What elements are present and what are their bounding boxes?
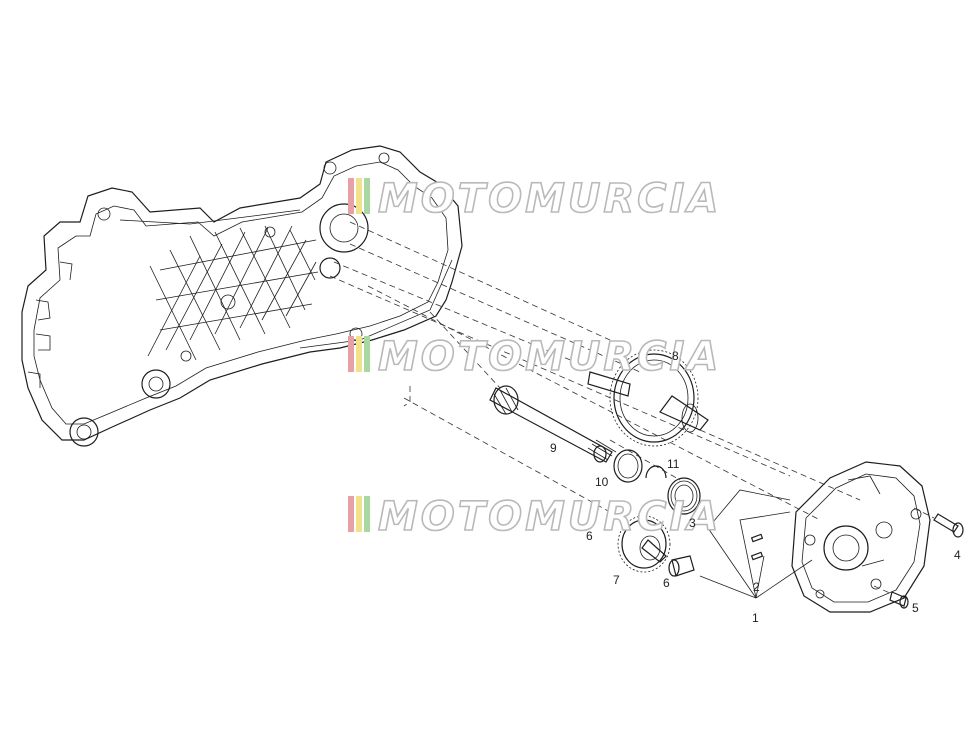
part-4-bolt <box>913 507 964 538</box>
part-1-cover <box>791 461 931 613</box>
label-part-6-extra: 6 <box>586 529 593 543</box>
watermark-text-3: MOTOMURCIA <box>378 494 721 540</box>
label-part-11: 11 <box>667 457 680 471</box>
label-part-10: 10 <box>595 475 609 489</box>
part-7-gear <box>617 515 671 573</box>
label-part-9: 9 <box>550 441 557 455</box>
label-part-4: 4 <box>954 548 961 562</box>
part-2-dowel <box>750 533 764 561</box>
watermark: MOTOMURCIA MOTOMURCIA MOTOMURCIA <box>348 175 721 541</box>
watermark-text-2: MOTOMURCIA <box>378 334 721 380</box>
label-part-3: 3 <box>689 516 696 530</box>
label-part-5: 5 <box>912 601 919 615</box>
part-9-shaft <box>489 385 617 463</box>
label-part-6: 6 <box>663 576 670 590</box>
part-11-ring <box>645 465 667 479</box>
part-5-bolt <box>873 585 909 609</box>
label-part-2: 2 <box>753 580 760 594</box>
leader-lines <box>699 489 813 599</box>
part-10-circlip <box>613 449 643 483</box>
part-8-gear <box>587 349 709 447</box>
part-3-bearing <box>667 477 701 515</box>
part-labels: 1 2 3 4 5 6 7 8 9 10 11 6 <box>550 349 961 625</box>
label-part-7: 7 <box>613 573 620 587</box>
label-part-8: 8 <box>672 349 679 363</box>
part-6-bush <box>668 555 695 577</box>
label-part-1: 1 <box>752 611 759 625</box>
watermark-text-1: MOTOMURCIA <box>378 176 721 222</box>
alignment-lines <box>329 221 861 521</box>
crankcase-housing <box>21 145 463 447</box>
